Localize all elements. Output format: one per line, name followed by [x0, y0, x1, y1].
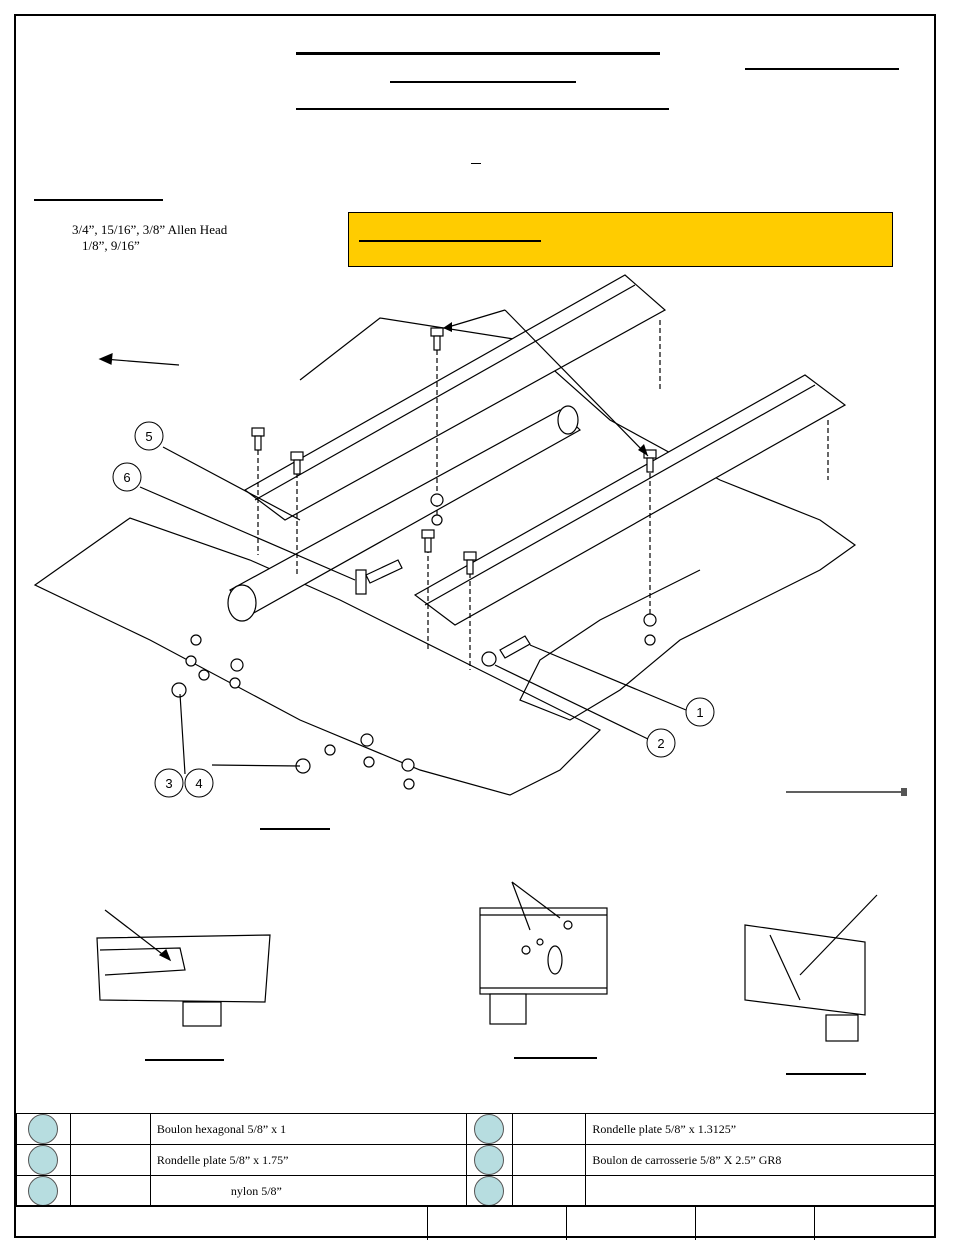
- title-rule-4: [296, 108, 669, 110]
- tools-line-1: 3/4”, 15/16”, 3/8” Allen Head: [72, 222, 228, 237]
- table-row: Boulon hexagonal 5/8” x 1 Rondelle plate…: [16, 1113, 936, 1145]
- frame-rail-right: [299, 317, 857, 721]
- callout-2: 2: [657, 736, 664, 751]
- table-row: nylon 5/8”: [16, 1175, 936, 1207]
- part-description: Boulon de carrosserie 5/8” X 2.5” GR8: [585, 1144, 936, 1176]
- callout-4: 4: [195, 776, 202, 791]
- part-number-circle: [28, 1145, 59, 1175]
- carriage-bolts: [251, 327, 657, 575]
- part-number-circle: [474, 1176, 505, 1206]
- page-frame: [14, 14, 936, 1238]
- callout-1: 1: [696, 705, 703, 720]
- part-description: Rondelle plate 5/8” x 1.3125”: [585, 1113, 936, 1145]
- title-rule-2: [390, 81, 576, 83]
- part-description: [585, 1175, 936, 1207]
- part-number-circle: [474, 1145, 505, 1175]
- warning-heading-rule: [359, 240, 541, 242]
- leader-lines: [139, 309, 904, 793]
- title-rule-1: [296, 52, 660, 55]
- base-rail-1: [243, 274, 667, 521]
- callout-3: 3: [165, 776, 172, 791]
- alignment-lines: [257, 320, 829, 670]
- nuts-washers: [171, 493, 657, 790]
- footer-strip: [16, 1205, 936, 1240]
- detail-view-3: [744, 894, 878, 1042]
- callout-6: 6: [123, 470, 130, 485]
- parts-table: Boulon hexagonal 5/8” x 1 Rondelle plate…: [16, 1113, 936, 1207]
- base-rail-2: [413, 374, 847, 626]
- part-description: Boulon hexagonal 5/8” x 1: [149, 1113, 467, 1145]
- tools-heading-rule: [34, 199, 163, 201]
- callout-balloons: 5 6 1 2 3 4: [112, 421, 715, 798]
- detail-view-2: [479, 881, 608, 1025]
- callout-5: 5: [145, 429, 152, 444]
- part-description: nylon 5/8”: [149, 1175, 467, 1207]
- tools-list: 3/4”, 15/16”, 3/8” Allen Head 1/8”, 9/16…: [72, 222, 227, 254]
- hex-bolt: [499, 635, 531, 659]
- scale-marker: [901, 788, 907, 796]
- title-dash: [471, 163, 481, 164]
- title-rule-3: [745, 68, 899, 70]
- part-number-circle: [474, 1114, 505, 1144]
- bracket: [355, 569, 367, 595]
- direction-arrow: [98, 353, 180, 366]
- detail-view-1: [96, 909, 271, 1027]
- table-row: Rondelle plate 5/8” x 1.75” Boulon de ca…: [16, 1144, 936, 1176]
- frame-rail-left: [33, 517, 602, 796]
- part-number-circle: [28, 1114, 59, 1144]
- tools-line-2: 1/8”, 9/16”: [82, 238, 140, 253]
- part-description: Rondelle plate 5/8” x 1.75”: [149, 1144, 467, 1176]
- part-number-circle: [28, 1176, 59, 1206]
- warning-box: [348, 212, 893, 267]
